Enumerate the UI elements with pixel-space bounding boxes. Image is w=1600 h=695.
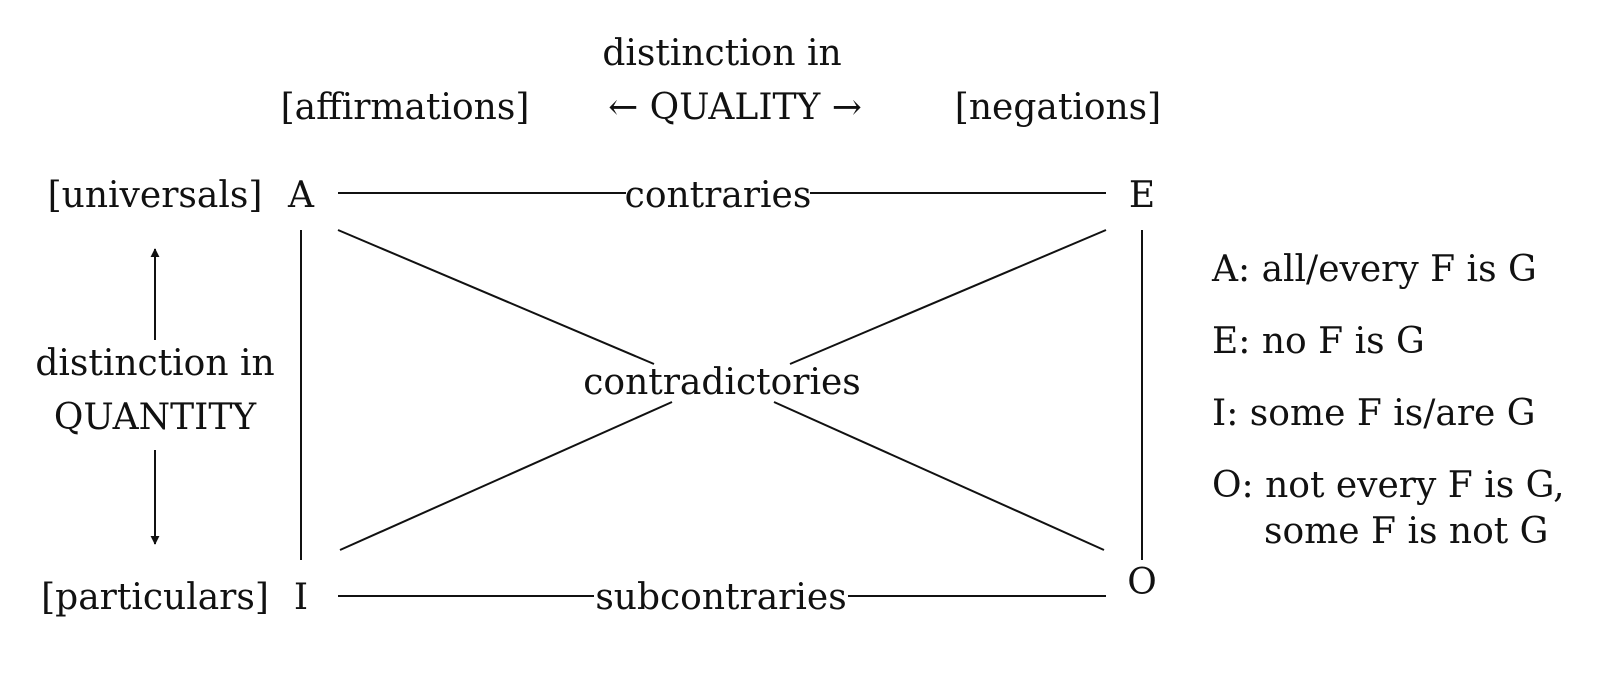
quality-heading-line2: ← QUALITY →: [608, 87, 862, 128]
subcontraries-label: subcontraries: [595, 577, 847, 618]
diagonal-a-o-lower: [773, 401, 1105, 551]
corner-i: I: [293, 577, 309, 618]
legend-o-line1: O: not every F is G,: [1212, 465, 1565, 506]
negations-label: [negations]: [954, 87, 1162, 128]
diagonal-i-e-lower: [339, 401, 673, 551]
legend-o-line2: some F is not G: [1264, 511, 1549, 552]
legend-i: I: some F is/are G: [1212, 393, 1536, 434]
quality-heading-line1: distinction in: [602, 33, 842, 74]
legend-a: A: all/every F is G: [1212, 249, 1537, 290]
legend-e: E: no F is G: [1212, 321, 1425, 362]
quantity-heading-line2: QUANTITY: [53, 397, 257, 438]
diagonal-a-o-upper: [337, 229, 655, 365]
corner-a: A: [288, 175, 314, 216]
corner-o: O: [1127, 562, 1157, 603]
corner-e: E: [1128, 175, 1156, 216]
contraries-label: contraries: [624, 175, 812, 216]
affirmations-label: [affirmations]: [280, 87, 530, 128]
universals-label: [universals]: [47, 175, 263, 216]
contradictories-label: contradictories: [583, 362, 861, 403]
particulars-label: [particulars]: [41, 577, 269, 618]
quantity-heading-line1: distinction in: [35, 343, 275, 384]
diagonal-i-e-upper: [789, 229, 1107, 365]
